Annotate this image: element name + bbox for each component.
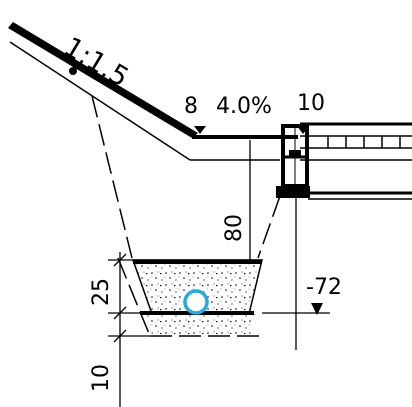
dimension-lines: [108, 140, 330, 407]
offset-marker-right-icon: [297, 126, 309, 134]
base-thickness-label: 10: [89, 364, 114, 392]
cross-slope-label: 4.0%: [216, 94, 272, 119]
offset-marker-left-icon: [194, 126, 206, 134]
slope-marker-dot: [69, 67, 77, 75]
ditch-depth-label: 80: [222, 214, 247, 242]
elevation-label: -72: [306, 275, 342, 300]
elevation-marker-icon: [311, 303, 323, 315]
slope-line: [8, 22, 298, 139]
right-offset-label: 10: [297, 91, 325, 116]
ditch-lining: [131, 259, 263, 334]
ground-line: [9, 41, 280, 161]
drain-pipe-icon: [183, 289, 209, 315]
curb-structure: [276, 124, 310, 198]
lining-height-label: 25: [89, 278, 114, 306]
excavation-outline: [91, 95, 281, 337]
left-offset-label: 8: [184, 94, 198, 119]
slope-ratio-label: 1:1.5: [58, 31, 133, 93]
pavement-layers: [300, 122, 412, 200]
